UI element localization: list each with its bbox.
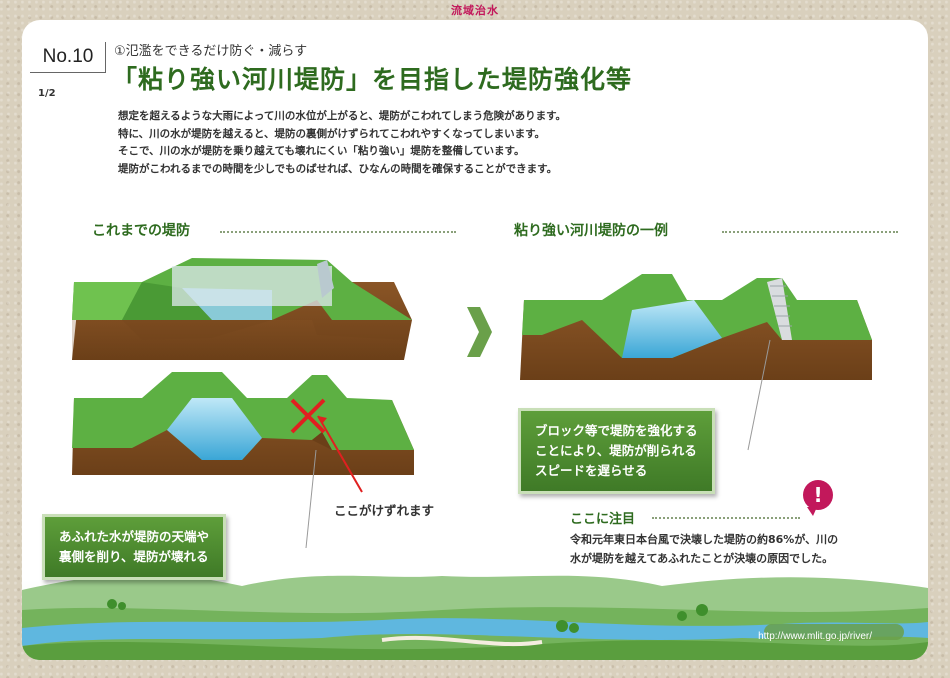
illustrations <box>22 258 928 660</box>
note-line: 水が堤防を越えてあふれたことが決壊の原因でした。 <box>570 552 834 565</box>
callout-line: ブロック等で堤防を強化する <box>535 423 698 438</box>
heading-rule <box>722 231 898 233</box>
page-indicator: 1/2 <box>38 88 56 99</box>
heading-conventional: これまでの堤防 <box>92 223 190 239</box>
intro-line: 特に、川の水が堤防を越えると、堤防の裏側がけずられてこわれやすくなってしまいます… <box>118 127 546 140</box>
intro-line: そこで、川の水が堤防を乗り越えても壊れにくい「粘り強い」堤防を整備しています。 <box>118 145 525 157</box>
illustration-conventional-collapse <box>72 372 414 493</box>
erosion-marker-label: ここがけずれます <box>334 503 435 518</box>
note-rule <box>652 517 800 519</box>
callout-line: あふれた水が堤防の天端や <box>59 529 210 544</box>
illustration-conventional-overflow <box>72 258 412 360</box>
footer-url[interactable]: http://www.mlit.go.jp/river/ <box>758 631 872 642</box>
note-line: 令和元年東日本台風で決壊した堤防の約86%が、川の <box>570 533 839 546</box>
intro-paragraph: 想定を超えるような大雨によって川の水位が上がると、堤防がこわれてしまう危険があり… <box>118 108 566 178</box>
intro-line: 堤防がこわれるまでの時間を少しでものばせれば、ひなんの時間を確保することができま… <box>118 162 558 175</box>
doc-subtitle: ①氾濫をできるだけ防ぐ・減らす <box>114 44 308 59</box>
doc-number: No.10 <box>30 42 106 73</box>
intro-line: 想定を超えるような大雨によって川の水位が上がると、堤防がこわれてしまう危険があり… <box>118 110 567 122</box>
landscape-footer <box>22 574 928 660</box>
page-title: 「粘り強い河川堤防」を目指した堤防強化等 <box>112 65 633 94</box>
illustration-reinforced-levee <box>520 274 872 451</box>
callout-line: 裏側を削り、堤防が壊れる <box>59 549 209 564</box>
callout-line: スピードを遅らせる <box>535 463 648 478</box>
category-banner: 流域治水 <box>451 4 499 17</box>
content-card: No.10 1/2 ①氾濫をできるだけ防ぐ・減らす 「粘り強い河川堤防」を目指し… <box>22 20 928 660</box>
callout-collapse: あふれた水が堤防の天端や 裏側を削り、堤防が壊れる <box>42 514 227 580</box>
heading-rule <box>220 231 456 233</box>
exclamation-icon: ! <box>803 480 833 516</box>
note-body: 令和元年東日本台風で決壊した堤防の約86%が、川の 水が堤防を越えてあふれたこと… <box>570 530 838 568</box>
callout-reinforcement: ブロック等で堤防を強化する ことにより、堤防が削られる スピードを遅らせる <box>518 408 715 494</box>
callout-line: ことにより、堤防が削られる <box>535 443 697 458</box>
arrow-icon <box>467 307 492 357</box>
note-heading: ここに注目 <box>570 512 636 527</box>
heading-reinforced: 粘り強い河川堤防の一例 <box>514 223 668 239</box>
